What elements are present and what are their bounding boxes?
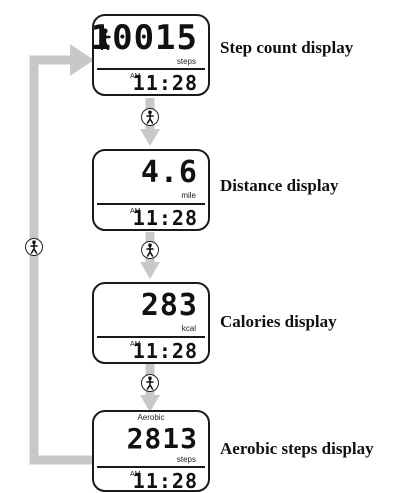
am-pm-indicator: AM — [130, 73, 141, 80]
screen-divider — [97, 336, 205, 338]
screen-divider — [97, 203, 205, 205]
clock-time: 11:28 — [132, 469, 198, 493]
calories-screen: 283 kcal AM 11:28 — [92, 282, 210, 364]
aerobic-steps-value: 2813 — [126, 422, 198, 455]
aerobic-steps-unit: steps — [176, 455, 196, 464]
screen-divider — [97, 466, 205, 468]
screen-divider — [97, 68, 205, 70]
walking-person-button-icon — [146, 243, 154, 257]
step-count-value: 10015 — [90, 18, 198, 58]
distance-label: Distance display — [220, 176, 339, 195]
return-loop-arrowhead — [70, 44, 94, 76]
aerobic-steps-screen: Aerobic 2813 steps AM 11:28 — [92, 410, 210, 493]
return-loop-line — [29, 55, 92, 465]
distance-screen: 4.6 mile AM 11:28 — [92, 149, 210, 231]
aerobic-steps-label: Aerobic steps display — [220, 439, 374, 458]
clock-time: 11:28 — [132, 71, 198, 95]
mode-button-3[interactable] — [141, 374, 159, 392]
step-count-label: Step count display — [220, 38, 354, 57]
step-count-unit: steps — [176, 57, 196, 66]
aerobic-tag: Aerobic — [137, 413, 165, 422]
calories-unit: kcal — [181, 324, 196, 333]
am-pm-indicator: AM — [130, 208, 141, 215]
down-arrow-1-head — [140, 129, 160, 146]
walking-person-button-icon — [30, 240, 38, 254]
down-arrow-3-head — [140, 395, 160, 412]
mode-button-1[interactable] — [141, 108, 159, 126]
distance-unit: mile — [181, 191, 196, 200]
calories-value: 283 — [140, 288, 198, 323]
walking-person-button-icon — [146, 376, 154, 390]
step-count-screen: 10015 steps AM 11:28 — [90, 14, 210, 96]
walking-person-icon — [99, 28, 111, 50]
calories-label: Calories display — [220, 312, 337, 331]
walking-person-button-icon — [146, 110, 154, 124]
clock-time: 11:28 — [132, 339, 198, 363]
am-pm-indicator: AM — [130, 341, 141, 348]
mode-button-2[interactable] — [141, 241, 159, 259]
down-arrow-2-head — [140, 262, 160, 279]
clock-time: 11:28 — [132, 206, 198, 230]
mode-button-loop[interactable] — [25, 238, 43, 256]
am-pm-indicator: AM — [130, 471, 141, 478]
distance-value: 4.6 — [140, 155, 198, 190]
